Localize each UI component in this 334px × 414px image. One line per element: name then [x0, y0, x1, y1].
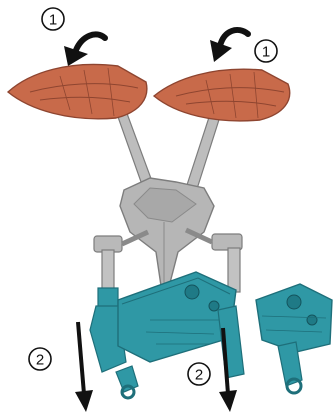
- step-1-left-marker: 1: [42, 8, 64, 30]
- orange-pod-left: [8, 64, 147, 118]
- step-2-right-number: 2: [195, 367, 203, 384]
- curved-arrow-left: [64, 34, 105, 66]
- step-2-right-marker: 2: [188, 363, 210, 385]
- gray-frame-part: [94, 100, 242, 306]
- step-2-left-marker: 2: [29, 348, 51, 370]
- teal-part-left: [90, 272, 244, 392]
- step-1-right-number: 1: [262, 44, 270, 61]
- step-1-left-number: 1: [49, 12, 57, 29]
- step-2-left-number: 2: [36, 352, 44, 369]
- step-1-right-marker: 1: [255, 40, 277, 62]
- down-arrow-left: [75, 322, 93, 412]
- curved-arrow-right: [210, 30, 248, 62]
- orange-pod-right: [154, 69, 290, 121]
